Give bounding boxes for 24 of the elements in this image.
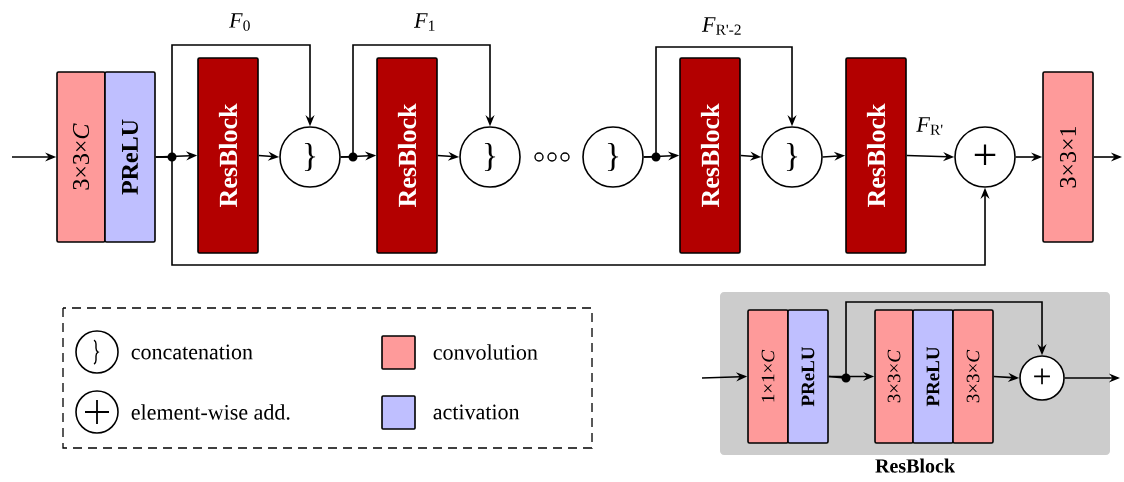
- arrow: [828, 301, 1047, 379]
- layer-box: 3×3×C: [952, 309, 994, 444]
- layer-box: 3×3×C: [874, 309, 914, 444]
- layer-box: PReLU: [104, 71, 156, 243]
- layer-box: 1×1×C: [747, 309, 789, 444]
- layer-box: PReLU: [787, 309, 829, 444]
- edge-label: F$_{R'}$: [915, 116, 945, 136]
- legend-text: element-wise add.: [131, 404, 290, 420]
- edge-label: F$_{R'-2}$: [701, 16, 743, 36]
- layer-box: ResBlock: [845, 57, 907, 254]
- layer-box: ResBlock: [679, 57, 741, 254]
- layer-box: 3×3×C: [56, 71, 106, 243]
- legend-text: activation: [433, 404, 520, 420]
- layer-box: 3×3×1: [1042, 71, 1094, 243]
- arrow: [340, 44, 495, 158]
- edge-label: F$_{1}$: [413, 12, 437, 32]
- layer-box: PReLU: [912, 309, 954, 444]
- arrow: [643, 46, 797, 158]
- edge-label: F$_{0}$: [228, 12, 252, 32]
- legend-text: convolution: [433, 344, 538, 360]
- legend-text: concatenation: [131, 344, 253, 360]
- node-label: ResBlock: [875, 458, 955, 473]
- layer-box: ResBlock: [376, 57, 438, 254]
- layer-box: ResBlock: [197, 57, 259, 254]
